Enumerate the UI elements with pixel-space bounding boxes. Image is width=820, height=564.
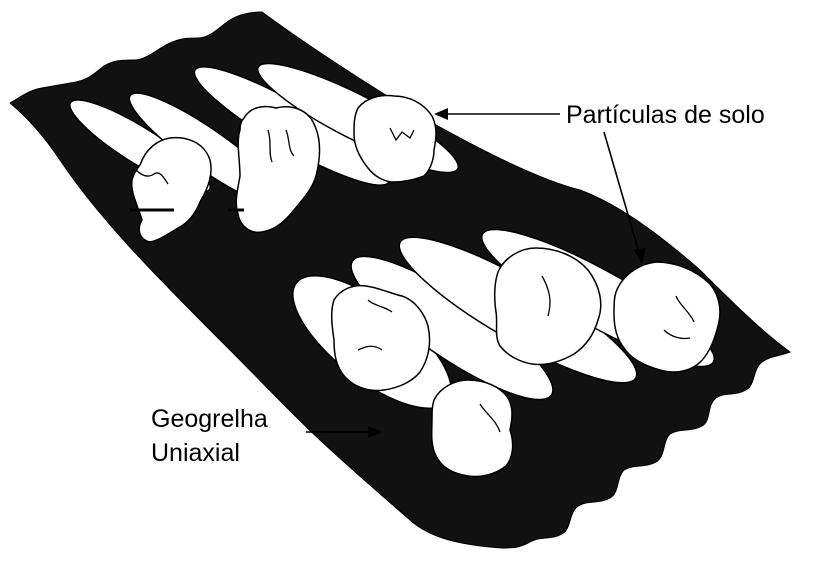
particles-label: Partículas de solo bbox=[566, 100, 765, 130]
geogrid-label-line2: Uniaxial bbox=[151, 438, 240, 468]
particles-arrowhead-1 bbox=[434, 108, 448, 120]
soil-particle bbox=[614, 262, 720, 372]
geogrid-label-line1: Geogrelha bbox=[151, 404, 268, 434]
soil-particle bbox=[432, 380, 513, 477]
